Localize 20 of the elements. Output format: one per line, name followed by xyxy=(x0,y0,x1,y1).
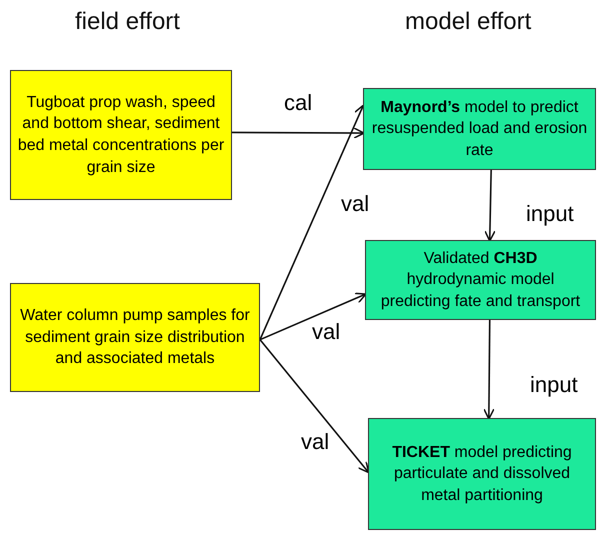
box-text: Validated CH3D hydrodynamic model predicting fate and transport xyxy=(380,248,582,312)
arrow xyxy=(232,127,365,139)
edge-label: input xyxy=(524,202,576,226)
box-text: Maynord’s model to predict resuspended load and erosion rate xyxy=(370,98,588,161)
process-box xyxy=(10,283,260,392)
box-text: TICKET model predicting particulate and dissolved metal partitioning xyxy=(391,442,573,506)
edge-label: input xyxy=(528,373,580,398)
process-box xyxy=(368,418,596,530)
process-box xyxy=(10,70,232,200)
column-heading: model effort xyxy=(405,8,532,36)
arrow xyxy=(484,170,496,242)
arrow xyxy=(483,320,495,420)
arrow xyxy=(259,104,365,340)
arrow xyxy=(260,292,367,340)
box-text: Water column pump samples for sediment grain size distribution and associated metals xyxy=(19,306,251,370)
process-box xyxy=(365,240,596,320)
process-box xyxy=(363,88,596,170)
arrow xyxy=(259,339,370,474)
box-text: Tugboat prop wash, speed and bottom shear, sediment bed metal concentrations per grain size xyxy=(17,92,225,178)
column-heading: field effort xyxy=(75,8,180,36)
